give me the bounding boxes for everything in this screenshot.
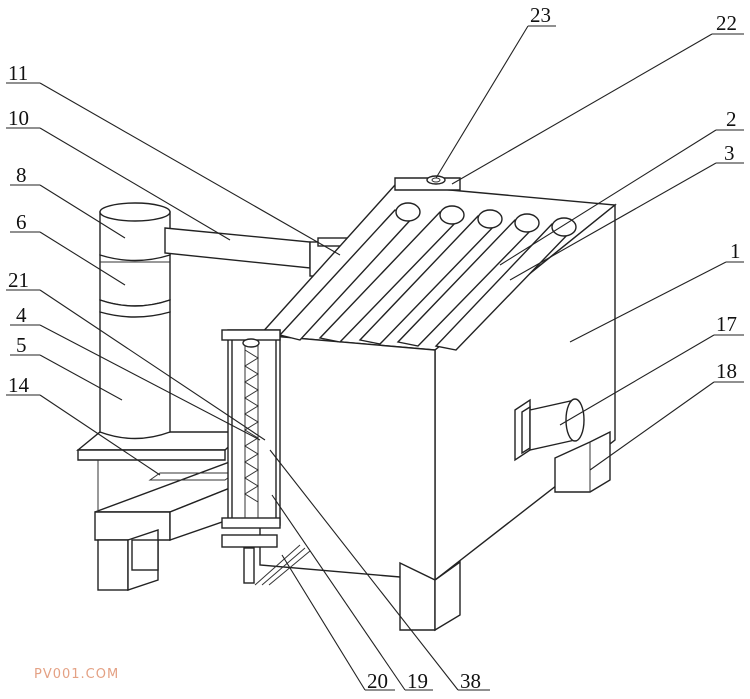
label-38: 38	[460, 669, 481, 693]
label-20: 20	[367, 669, 388, 693]
label-3: 3	[724, 141, 735, 165]
label-10: 10	[8, 106, 29, 130]
label-5: 5	[16, 333, 27, 357]
label-11: 11	[8, 61, 28, 85]
side-outlet	[514, 398, 585, 462]
label-21: 21	[8, 268, 29, 292]
label-22: 22	[716, 11, 737, 35]
label-1: 1	[730, 239, 741, 263]
label-6: 6	[16, 210, 27, 234]
motor-column	[99, 202, 171, 440]
label-2: 2	[726, 107, 737, 131]
rollers	[278, 202, 577, 351]
label-14: 14	[8, 373, 30, 397]
label-8: 8	[16, 163, 27, 187]
label-18: 18	[716, 359, 737, 383]
label-17: 17	[716, 312, 737, 336]
box-legs	[399, 430, 611, 632]
label-4: 4	[16, 303, 27, 327]
label-19: 19	[407, 669, 428, 693]
leader-lines	[6, 25, 744, 691]
label-23: 23	[530, 3, 551, 27]
watermark: PV001.COM	[34, 667, 119, 682]
reference-numerals: 23 22 11 10 2 3 8 6 1 21 4 17 5 18 14 20…	[8, 3, 741, 693]
